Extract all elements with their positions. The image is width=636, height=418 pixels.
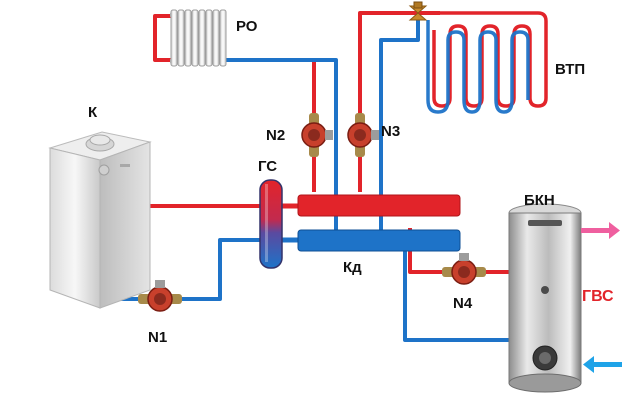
underfloor-return-pipe <box>379 20 420 236</box>
pump1-label: N1 <box>148 329 167 346</box>
indirect-water-heater-icon <box>508 203 582 393</box>
circulation-pump-icon <box>442 253 486 285</box>
boiler-label: К <box>88 104 98 121</box>
radiator-label: РО <box>236 18 258 35</box>
hydraulic-separator-icon <box>259 179 283 269</box>
collector-label: Кд <box>343 259 362 276</box>
circulation-pump-icon <box>138 280 182 312</box>
pump3-label: N3 <box>381 123 400 140</box>
labels: К РО ВТП ГС Кд БКН ГВС N1 N2 N3 N4 <box>88 18 614 346</box>
dhw-label: ГВС <box>582 288 614 305</box>
manifold-supply-bar <box>297 194 461 217</box>
floor-heating-coil-icon <box>426 11 548 114</box>
tank-label: БКН <box>524 192 555 209</box>
circulation-pump-icon <box>301 113 333 157</box>
cold-water-inlet-arrow-icon <box>583 356 622 373</box>
radiator-return-pipe <box>220 58 338 236</box>
underfloor-label: ВТП <box>555 61 585 78</box>
separator-label: ГС <box>258 158 277 175</box>
circulation-pump-icon <box>347 113 379 157</box>
pump4-label: N4 <box>453 295 473 312</box>
pump2-label: N2 <box>266 127 285 144</box>
radiator-supply-pipe <box>153 14 316 192</box>
radiator-icon <box>170 9 227 67</box>
manifold-icon <box>297 194 461 252</box>
manifold-return-bar <box>297 229 461 252</box>
hot-water-outlet-arrow-icon <box>581 222 620 239</box>
tank-return-pipe <box>403 250 512 342</box>
mixing-valve-icon <box>408 1 428 21</box>
gas-boiler-icon <box>48 131 152 309</box>
